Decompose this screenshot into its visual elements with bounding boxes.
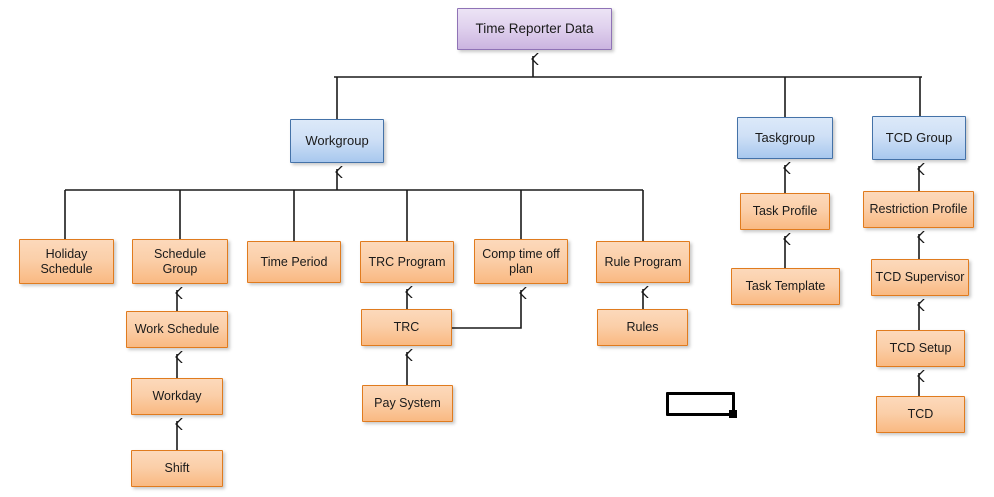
- node-rules[interactable]: Rules: [597, 309, 688, 346]
- node-label: TRC Program: [368, 254, 446, 269]
- node-pay-system[interactable]: Pay System: [362, 385, 453, 422]
- node-holiday-schedule[interactable]: Holiday Schedule: [19, 239, 114, 284]
- node-taskgroup[interactable]: Taskgroup: [737, 117, 833, 159]
- node-label: Rules: [626, 320, 659, 335]
- node-time-period[interactable]: Time Period: [247, 241, 341, 283]
- node-label: Rule Program: [604, 254, 682, 269]
- node-label: Holiday Schedule: [40, 246, 93, 276]
- node-tcd[interactable]: TCD: [876, 396, 965, 433]
- node-comp-time-off-plan[interactable]: Comp time off plan: [474, 239, 568, 284]
- node-label: Taskgroup: [755, 130, 815, 146]
- node-label: Time Period: [260, 254, 328, 269]
- node-label: Task Profile: [752, 204, 818, 219]
- node-task-template[interactable]: Task Template: [731, 268, 840, 305]
- node-empty-box[interactable]: [666, 392, 735, 416]
- node-trc-program[interactable]: TRC Program: [360, 241, 454, 283]
- node-schedule-group[interactable]: Schedule Group: [132, 239, 228, 284]
- node-task-profile[interactable]: Task Profile: [740, 193, 830, 230]
- node-workday[interactable]: Workday: [131, 378, 223, 415]
- edge-workgroup-bus: [64, 169, 644, 241]
- node-restriction-profile[interactable]: Restriction Profile: [863, 191, 974, 228]
- node-label: TCD Supervisor: [875, 270, 965, 285]
- node-label: TRC: [393, 320, 420, 335]
- node-rule-program[interactable]: Rule Program: [596, 241, 690, 283]
- node-label: Workday: [152, 389, 202, 404]
- node-time-reporter-data[interactable]: Time Reporter Data: [457, 8, 612, 50]
- node-label: Work Schedule: [134, 322, 220, 337]
- node-label: TCD: [907, 407, 934, 422]
- edge-root-bus: [334, 56, 922, 119]
- node-label: Pay System: [374, 396, 441, 411]
- node-label: TCD Setup: [889, 341, 952, 356]
- node-label: Schedule Group: [153, 246, 207, 276]
- node-label: Time Reporter Data: [475, 21, 594, 37]
- node-workgroup[interactable]: Workgroup: [290, 119, 384, 163]
- node-label: Shift: [164, 461, 190, 476]
- node-tcd-group[interactable]: TCD Group: [872, 116, 966, 160]
- edge-trc-to-comp-time-off-plan: [452, 290, 521, 329]
- node-label: Comp time off plan: [482, 246, 560, 276]
- selection-handle[interactable]: [729, 410, 737, 418]
- node-tcd-setup[interactable]: TCD Setup: [876, 330, 965, 367]
- node-label: TCD Group: [885, 130, 953, 146]
- node-work-schedule[interactable]: Work Schedule: [126, 311, 228, 348]
- node-label: Restriction Profile: [869, 202, 968, 217]
- node-label: Task Template: [745, 279, 826, 294]
- node-trc[interactable]: TRC: [361, 309, 452, 346]
- node-tcd-supervisor[interactable]: TCD Supervisor: [871, 259, 969, 296]
- node-label: Workgroup: [305, 133, 369, 149]
- node-shift[interactable]: Shift: [131, 450, 223, 487]
